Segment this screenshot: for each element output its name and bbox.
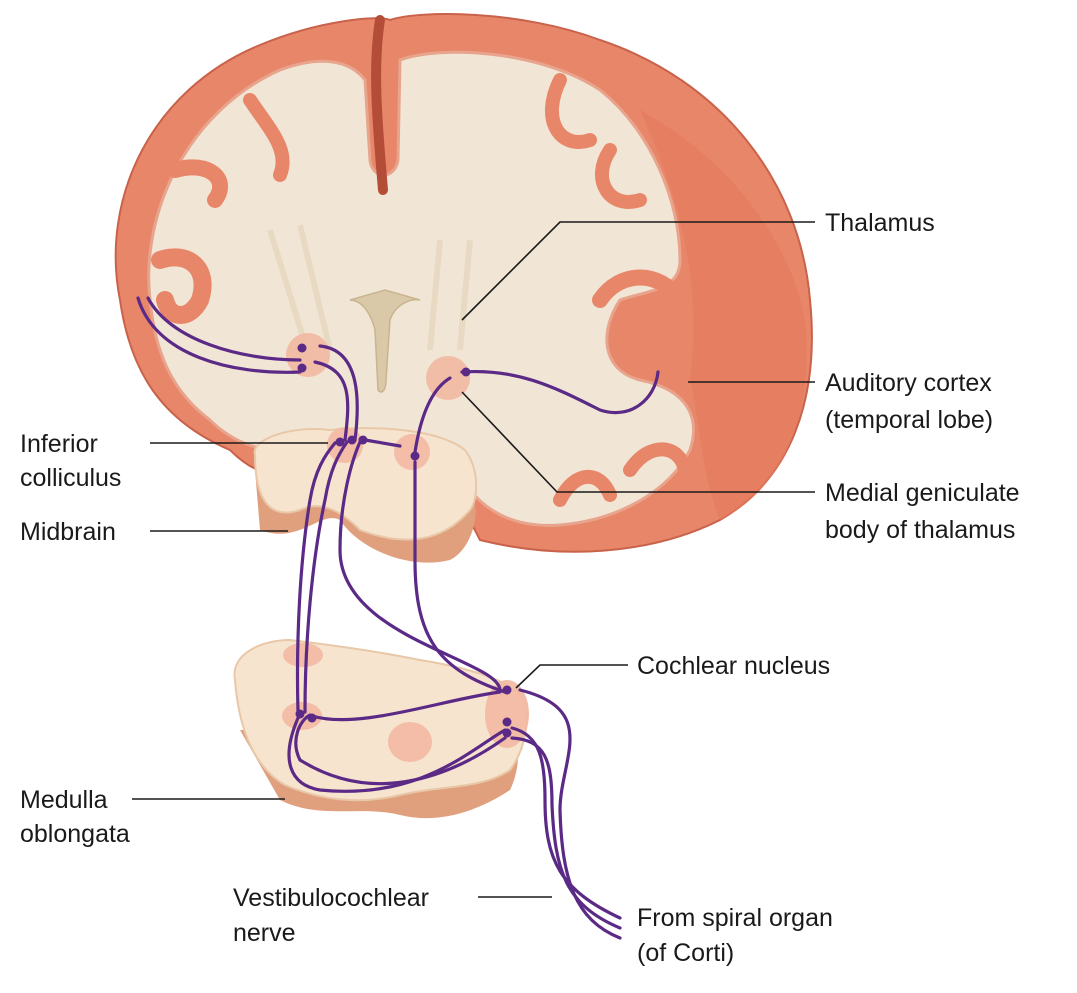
sulcus-right-2 (594, 143, 647, 209)
label-vestibulocochlear-sub: nerve (233, 919, 296, 947)
medulla-nucleus-2 (388, 722, 432, 762)
synapse-dot (307, 713, 317, 723)
tract-cochlear-to-ic-2 (294, 713, 507, 786)
label-medial-geniculate: Medial geniculate (825, 479, 1020, 507)
label-medulla: Medulla (20, 786, 108, 814)
tract-medulla-up-2 (303, 440, 349, 714)
longitudinal-fissure (371, 15, 388, 195)
tract-ic-to-left-mgb-2 (318, 344, 359, 442)
tract-mgb-to-left-cortex-2 (136, 296, 302, 374)
tract-mgb-to-left-cortex-1 (146, 296, 302, 362)
temporal-fold-2 (623, 442, 692, 477)
leader-lines (132, 221, 815, 898)
leader-thalamus (461, 221, 815, 321)
tract-medulla-up-1 (295, 441, 337, 714)
label-spiral-organ: From spiral organ (637, 904, 833, 932)
sulcus-left-3 (243, 93, 290, 182)
synapse-dot (295, 709, 305, 719)
synapse-dot (347, 435, 357, 445)
synapse-dot (358, 435, 368, 445)
midbrain-section (253, 427, 478, 563)
label-thalamus: Thalamus (825, 209, 935, 237)
label-inferior-colliculus-sub: colliculus (20, 464, 121, 492)
left-mgb-nucleus (286, 333, 330, 377)
leader-medial-geniculate (461, 391, 815, 493)
sulcus-left-1 (151, 248, 212, 324)
label-cochlear-nucleus: Cochlear nucleus (637, 652, 830, 680)
synapse-dot (502, 717, 512, 727)
nerve-fiber-1 (510, 726, 622, 920)
labels: Thalamus Auditory cortex (temporal lobe)… (20, 209, 1020, 967)
auditory-pathway-tracts (136, 296, 660, 940)
synapse-dot (297, 343, 307, 353)
synapse-dot (502, 728, 512, 738)
tract-mgb-rise (413, 376, 452, 454)
tract-cochlear-to-mgb (413, 460, 507, 694)
lateral-sulcus (592, 269, 690, 351)
tract-ic-to-left-mgb-1 (313, 360, 350, 442)
sulcus-right-1 (544, 73, 597, 149)
label-auditory-cortex: Auditory cortex (825, 369, 992, 397)
synapse-dot (410, 451, 420, 461)
medulla-top (233, 638, 528, 802)
tract-medulla-up-3 (310, 440, 502, 722)
label-medial-geniculate-sub: body of thalamus (825, 516, 1015, 544)
midbrain-nucleus-right (394, 434, 430, 470)
medulla-nucleus-1 (283, 643, 323, 667)
tract-cochlear-to-ic-1 (287, 716, 507, 793)
label-auditory-cortex-sub: (temporal lobe) (825, 406, 993, 434)
label-midbrain: Midbrain (20, 518, 116, 546)
tract-mgb-to-right-cortex (460, 369, 660, 415)
label-inferior-colliculus: Inferior (20, 430, 98, 458)
synapse-dot (335, 437, 345, 447)
synapse-dot (297, 363, 307, 373)
medulla-section (233, 638, 529, 819)
label-spiral-organ-sub: (of Corti) (637, 939, 734, 967)
label-medulla-sub: oblongata (20, 820, 130, 848)
leader-cochlear-nucleus (515, 664, 628, 689)
lateral-ventricle (349, 289, 421, 393)
label-vestibulocochlear: Vestibulocochlear (233, 884, 429, 912)
synapse-dot (502, 685, 512, 695)
nerve-fiber-3 (518, 688, 622, 940)
synapse-dot (461, 367, 471, 377)
nerve-fiber-2 (510, 736, 622, 930)
sulcus-left-2 (167, 159, 228, 208)
lateral-cortex-surface (640, 110, 807, 520)
tract-ic-to-right (363, 438, 402, 448)
